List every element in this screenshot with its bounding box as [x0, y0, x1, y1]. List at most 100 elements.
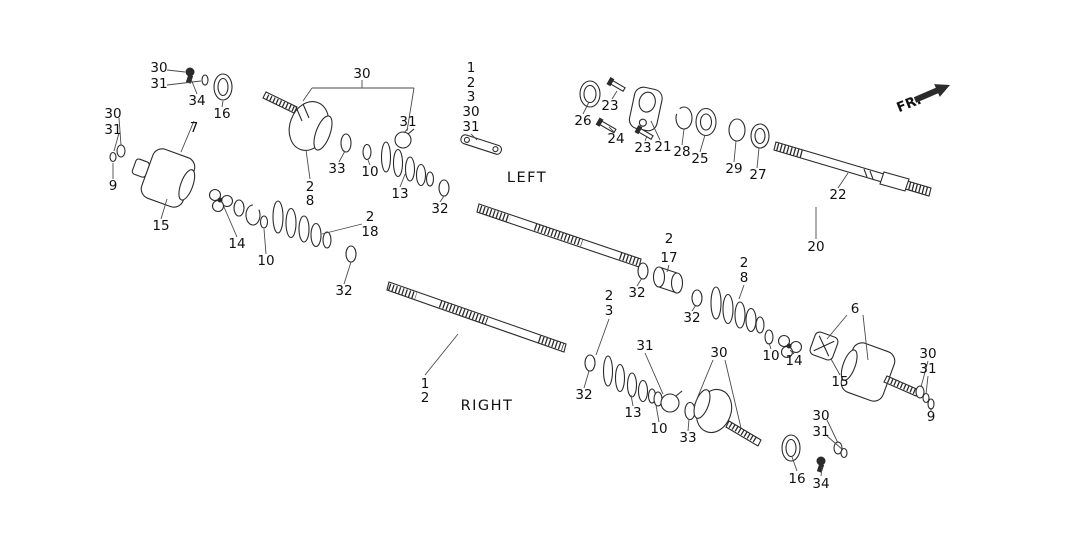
part-number-label: 30	[104, 106, 121, 122]
flange-bolt-icon	[816, 456, 826, 466]
circlip-28	[675, 106, 693, 130]
half-shaft	[773, 141, 932, 197]
part-number-label: 32	[683, 310, 700, 326]
part-number-label: 30	[919, 346, 936, 362]
part-number-label: 31	[636, 338, 653, 354]
part-number-label: 2	[366, 209, 375, 225]
part-number-label: 30	[150, 60, 167, 76]
part-number-label: 6	[851, 301, 860, 317]
spider-joint	[208, 188, 234, 213]
part-number-label: 13	[624, 405, 641, 421]
part-number-label: 33	[679, 430, 696, 446]
part-number-label: 18	[361, 224, 378, 240]
part-number-label: 3	[605, 303, 614, 319]
flange-bolt-icon	[185, 67, 195, 77]
leader-lines	[112, 69, 932, 477]
part-number-label: 30	[710, 345, 727, 361]
part-number-label: 27	[749, 167, 766, 183]
arrow-icon	[913, 84, 950, 103]
inner-joint-housing	[131, 148, 196, 208]
outboard-boot	[380, 141, 435, 187]
part-number-label: 10	[257, 253, 274, 269]
part-number-label: 1	[467, 60, 476, 76]
part-number-label: 25	[691, 151, 708, 167]
part-number-label: 32	[335, 283, 352, 299]
part-number-label: 3	[467, 89, 476, 105]
part-number-label: 2	[421, 390, 430, 406]
part-number-label: 32	[431, 201, 448, 217]
bearing-bracket-21	[628, 86, 663, 132]
part-number-label: 15	[152, 218, 169, 234]
part-number-label: 21	[654, 139, 671, 155]
bolt-23b	[634, 125, 654, 140]
right-axle-outboard-assembly	[584, 354, 848, 473]
part-number-label: 30	[462, 104, 479, 120]
part-number-label: 9	[927, 409, 936, 425]
part-number-label: 2	[665, 231, 674, 247]
part-number-label: 8	[740, 270, 749, 286]
fr-direction-arrow	[913, 84, 950, 103]
part-number-label: 23	[634, 140, 651, 156]
part-number-label: 15	[831, 374, 848, 390]
left-axle-outboard-assembly	[262, 91, 450, 197]
part-number-label: 23	[601, 98, 618, 114]
bearing-support-assembly	[579, 77, 770, 149]
part-number-label: 2	[306, 179, 315, 195]
dynamic-damper	[637, 262, 703, 307]
part-number-label: 34	[188, 93, 205, 109]
part-number-label: 2	[467, 75, 476, 91]
bolt-23	[606, 77, 626, 92]
part-number-label: 13	[391, 186, 408, 202]
part-number-label: 31	[812, 424, 829, 440]
inboard-boot	[710, 286, 765, 334]
inner-joint-housing	[840, 342, 896, 402]
part-number-label: 10	[650, 421, 667, 437]
part-number-label: 26	[574, 113, 591, 129]
part-number-label: 17	[660, 250, 677, 266]
part-number-label: 8	[306, 193, 315, 209]
right-axle-inboard-assembly	[710, 286, 935, 410]
boot-band-clamp	[660, 393, 680, 413]
left-shaft-label: LEFT	[507, 170, 547, 186]
part-number-label: 16	[213, 106, 230, 122]
part-number-label: 16	[788, 471, 805, 487]
part-number-label: 14	[785, 353, 802, 369]
boot-band-clamp	[394, 131, 412, 149]
part-number-label: 33	[328, 161, 345, 177]
part-number-label: 10	[762, 348, 779, 364]
part-number-label: 31	[462, 119, 479, 135]
part-number-label: 30	[353, 66, 370, 82]
spider-joint	[777, 334, 803, 359]
shaft-bracket-pin	[460, 134, 503, 155]
part-number-label: 31	[104, 122, 121, 138]
part-number-label: 7	[190, 120, 199, 136]
part-number-label: 14	[228, 236, 245, 252]
part-number-label: 9	[109, 178, 118, 194]
part-number-label: 24	[607, 131, 624, 147]
part-number-label: 30	[812, 408, 829, 424]
part-number-label: 1	[421, 376, 430, 392]
part-number-label: 20	[807, 239, 824, 255]
part-number-label: 22	[829, 187, 846, 203]
part-number-label: 31	[919, 361, 936, 377]
part-number-label: 28	[673, 144, 690, 160]
part-number-label: 32	[628, 285, 645, 301]
right-shaft-label: RIGHT	[461, 398, 514, 414]
part-number-label: 10	[361, 164, 378, 180]
part-number-label: 34	[812, 476, 829, 492]
ring-29	[728, 118, 746, 142]
inboard-boot	[272, 200, 332, 249]
part-number-label: 32	[575, 387, 592, 403]
part-number-label: 2	[605, 288, 614, 304]
left-driveshaft	[476, 203, 642, 268]
joint-spider-block	[809, 331, 839, 361]
left-axle-inboard-assembly	[109, 67, 357, 263]
part-number-label: 31	[150, 76, 167, 92]
part-number-label: 2	[740, 255, 749, 271]
part-number-label: 29	[725, 161, 742, 177]
part-number-label: 31	[399, 114, 416, 130]
right-driveshaft	[386, 281, 567, 353]
